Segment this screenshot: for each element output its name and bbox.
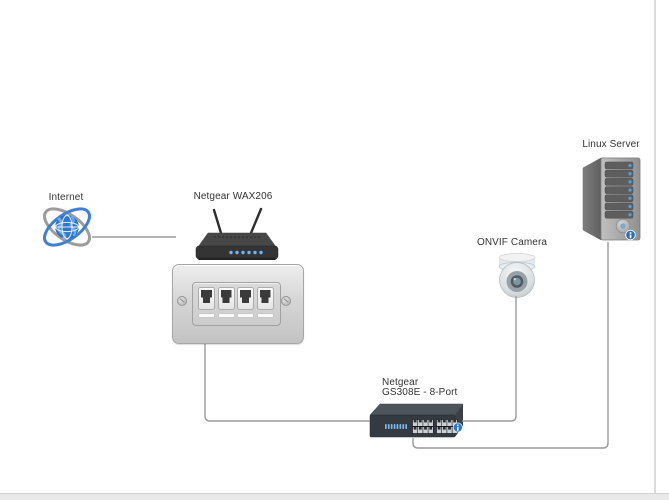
internet-label: Internet: [48, 192, 84, 203]
keystone-jack: [198, 287, 215, 310]
keystone-jack: [237, 287, 254, 310]
info-badge-icon: [452, 422, 463, 433]
bottom-scroll-bar: [0, 493, 669, 500]
router-label: Netgear WAX206: [193, 191, 273, 202]
keystone-jack: [256, 287, 274, 310]
connector-switch-server: [412, 242, 609, 449]
connector-camera-switch: [462, 296, 517, 422]
content-right-edge: [654, 0, 656, 494]
dome-camera-icon: [498, 253, 536, 298]
connector-wallplate-switch: [204, 343, 370, 422]
jack-label-strip: [237, 313, 254, 318]
switch-label-line2: GS308E - 8-Port: [382, 387, 458, 398]
wireless-router-icon: [195, 207, 279, 260]
jack-label-strip: [256, 313, 274, 318]
screw-icon: [281, 296, 291, 306]
wall-plate-panel: [192, 282, 281, 326]
ethernet-wall-plate-icon: [172, 264, 304, 344]
jack-label-strip: [217, 313, 235, 318]
tower-server-icon: [582, 157, 641, 241]
info-badge-icon: [625, 229, 636, 241]
screw-icon: [177, 296, 187, 306]
camera-label: ONVIF Camera: [476, 237, 548, 248]
jack-label-strip: [198, 313, 215, 318]
network-switch-icon: [369, 403, 464, 438]
keystone-jack: [217, 287, 235, 310]
server-label: Linux Server: [582, 139, 640, 150]
switch-label-line1: Netgear: [382, 377, 419, 388]
internet-atom-globe-icon: [43, 207, 91, 247]
